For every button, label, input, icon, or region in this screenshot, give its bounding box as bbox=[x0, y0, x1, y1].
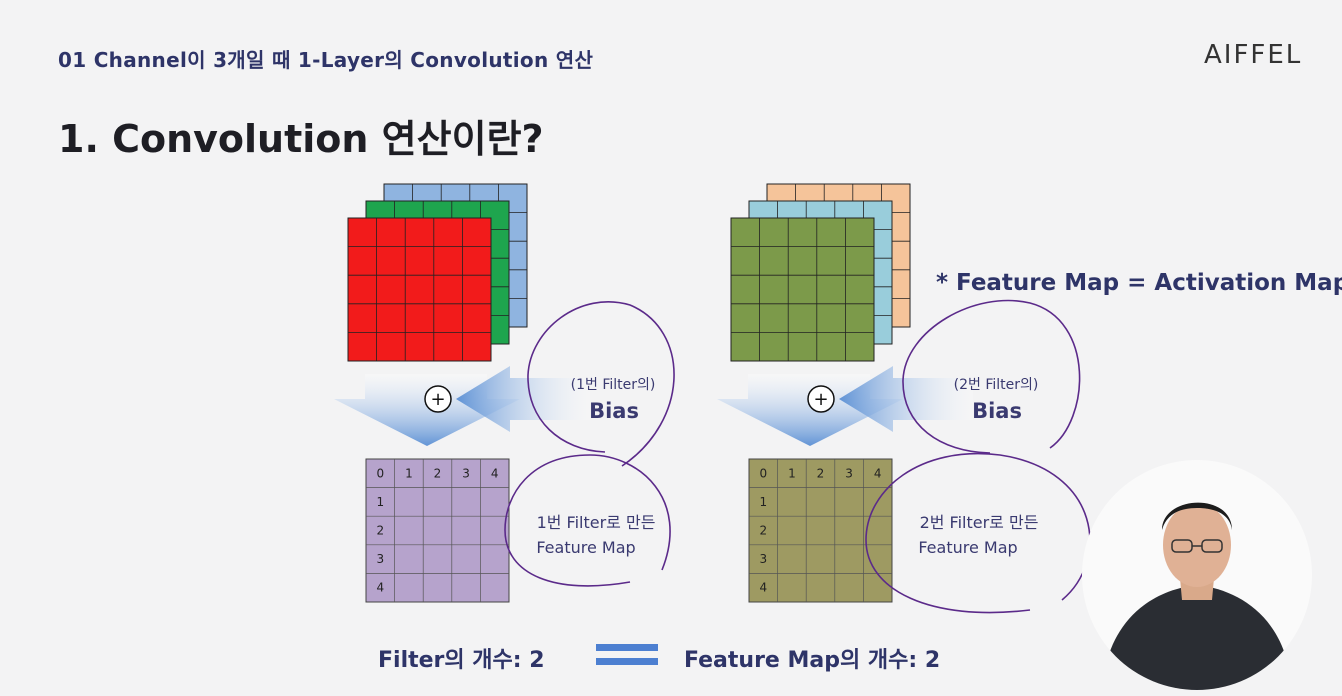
filter-2-feature-caption-2: Feature Map bbox=[918, 538, 1017, 557]
row-tick-label: 4 bbox=[376, 581, 384, 595]
aiffel-logo: AIFFEL bbox=[1204, 40, 1303, 70]
filter-1-plus-circle bbox=[424, 385, 452, 413]
row-tick-label: 3 bbox=[759, 552, 767, 566]
filter-1-stack bbox=[347, 183, 528, 362]
filter-2-bias-circle bbox=[902, 299, 1081, 454]
equals-bar-top bbox=[596, 644, 658, 651]
presenter-video bbox=[1082, 460, 1312, 690]
filter-1-bias-label: Bias bbox=[589, 399, 639, 423]
filter-1-channel-red bbox=[347, 217, 492, 362]
column-tick-label: 3 bbox=[462, 466, 470, 480]
filter-2-channel-olive bbox=[730, 217, 875, 362]
filter-2-bias-label: Bias bbox=[972, 399, 1022, 423]
filter-1-feature-caption-1: 1번 Filter로 만든 bbox=[537, 513, 656, 532]
filter-2-feature-map: 0 1 1 2 2 3 3 4 4 bbox=[748, 458, 893, 603]
filter-1-feature-map: 0 1 1 2 2 3 3 4 4 bbox=[365, 458, 510, 603]
column-tick-label: 1 bbox=[788, 466, 796, 480]
filter-1-feature-caption-2: Feature Map bbox=[536, 538, 635, 557]
filter-2-plus-circle bbox=[807, 385, 835, 413]
filter-2-plus-sign: + bbox=[813, 389, 828, 410]
column-tick-label: 0 bbox=[759, 466, 767, 480]
row-tick-label: 3 bbox=[376, 552, 384, 566]
column-tick-label: 3 bbox=[845, 466, 853, 480]
filter-2-feature-circle bbox=[865, 452, 1091, 614]
column-tick-label: 2 bbox=[817, 466, 825, 480]
filter-2-bias-arrow bbox=[839, 366, 973, 432]
filter-1-feature-circle bbox=[504, 454, 671, 587]
filter-1-bias-circle bbox=[527, 301, 675, 467]
filter-count-text: Filter의 개수: 2 bbox=[378, 648, 545, 673]
filter-2-feature-caption-1: 2번 Filter로 만든 bbox=[920, 513, 1039, 532]
slide-subtitle: 01 Channel이 3개일 때 1-Layer의 Convolution 연… bbox=[58, 48, 594, 72]
column-tick-label: 4 bbox=[491, 466, 499, 480]
presenter-video-icon bbox=[1102, 502, 1292, 690]
equals-sign bbox=[596, 644, 658, 666]
row-tick-label: 4 bbox=[759, 581, 767, 595]
column-tick-label: 1 bbox=[405, 466, 413, 480]
page-title: 1. Convolution 연산이란? bbox=[58, 117, 544, 161]
row-tick-label: 2 bbox=[759, 524, 767, 538]
filter-1-plus-sign: + bbox=[430, 389, 445, 410]
row-tick-label: 1 bbox=[759, 495, 767, 509]
column-tick-label: 4 bbox=[874, 466, 882, 480]
filter-1-group: + 0 1 1 2 2 3 3 4 4 (1번 Filter의) Bias 1번 Filter로… bbox=[334, 183, 675, 603]
row-tick-label: 1 bbox=[376, 495, 384, 509]
filter-2-group: + 0 1 1 2 2 3 3 4 4 (2번 Filter의) Bias 2번 Filter로… bbox=[717, 183, 1091, 614]
column-tick-label: 2 bbox=[434, 466, 442, 480]
feature-map-count-text: Feature Map의 개수: 2 bbox=[684, 648, 941, 673]
column-tick-label: 0 bbox=[376, 466, 384, 480]
row-tick-label: 2 bbox=[376, 524, 384, 538]
filter-2-stack bbox=[730, 183, 911, 362]
filter-1-bias-caption: (1번 Filter의) bbox=[571, 377, 656, 393]
feature-map-note: * Feature Map = Activation Map bbox=[936, 270, 1342, 296]
filter-2-bias-caption: (2번 Filter의) bbox=[954, 377, 1039, 393]
equals-bar-bottom bbox=[596, 658, 658, 665]
filter-1-bias-arrow bbox=[456, 366, 590, 432]
